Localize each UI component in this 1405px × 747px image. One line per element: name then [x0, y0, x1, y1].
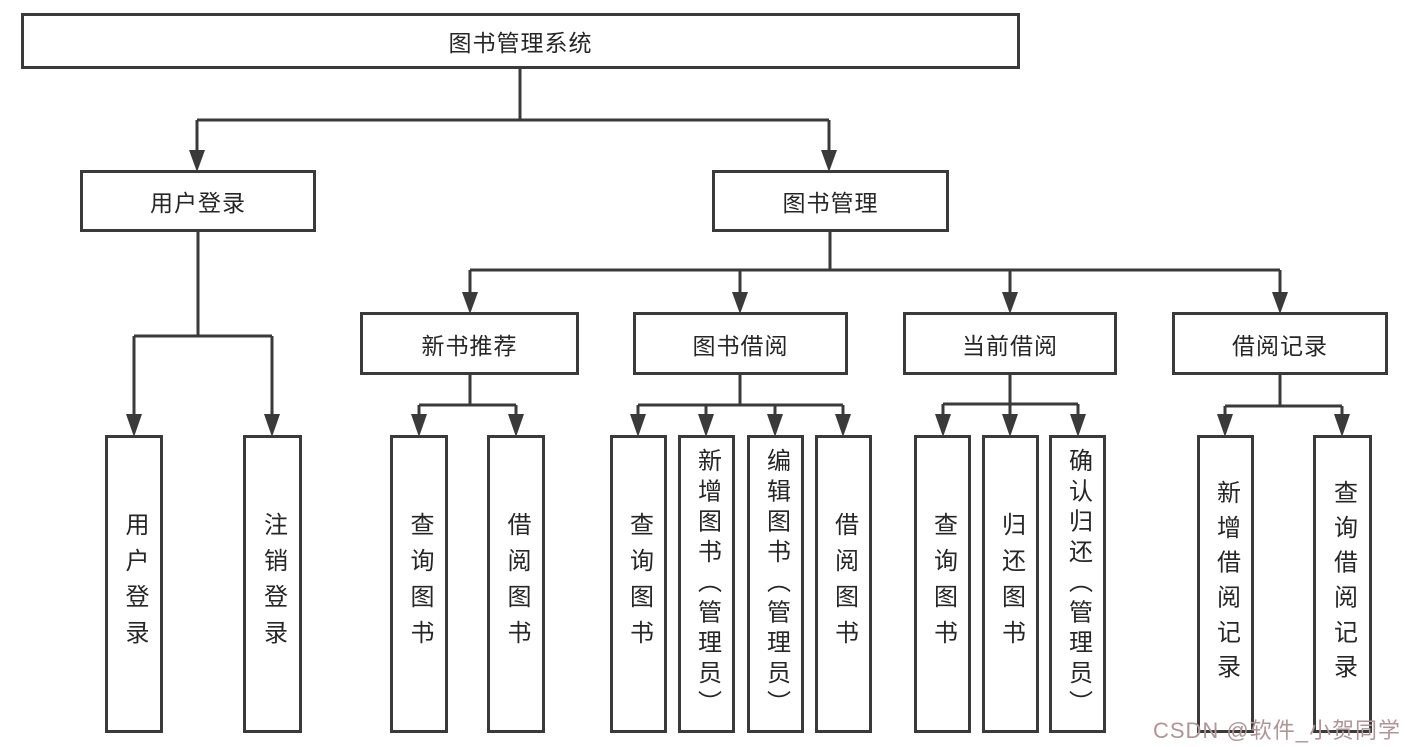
leaf-edit-books-admin-label: 编辑图书（管理员） [762, 447, 790, 721]
connector-new-book-children [417, 375, 518, 415]
connector-current-borrow-children [941, 375, 1080, 415]
watermark: CSDN @软件_小贺同学 [1152, 718, 1401, 743]
leaf-add-books-admin: 新增图书（管理员） [678, 435, 735, 733]
leaf-add-borrow-record-label: 新增借阅记录 [1212, 479, 1240, 689]
leaf-edit-books-admin: 编辑图书（管理员） [747, 435, 804, 733]
leaf-logout: 注销登录 [243, 435, 302, 733]
node-book-management: 图书管理 [712, 170, 949, 232]
node-borrowing-records: 借阅记录 [1172, 312, 1388, 375]
connector-book-mgmt-children [468, 232, 1282, 293]
node-new-book-recommend: 新书推荐 [360, 312, 579, 375]
node-borrowing-records-label: 借阅记录 [1232, 332, 1328, 359]
leaf-return-books: 归还图书 [982, 435, 1039, 733]
leaf-query-books-recommend-label: 查询图书 [406, 512, 433, 656]
connector-root-to-level2 [195, 69, 831, 151]
node-book-management-label: 图书管理 [782, 190, 879, 216]
leaf-query-books-borrowing: 查询图书 [610, 435, 667, 733]
node-user-login: 用户登录 [80, 170, 316, 232]
connector-book-borrow-children [636, 375, 845, 415]
leaf-borrow-books: 借阅图书 [815, 435, 872, 733]
leaf-query-books-borrowing-label: 查询图书 [625, 512, 653, 656]
node-library-system-label: 图书管理系统 [448, 30, 593, 56]
leaf-borrow-books-label: 借阅图书 [830, 512, 858, 656]
leaf-query-borrow-record: 查询借阅记录 [1313, 435, 1372, 733]
leaf-add-borrow-record: 新增借阅记录 [1197, 435, 1254, 733]
connector-user-login-children [132, 232, 274, 415]
node-user-login-label: 用户登录 [150, 190, 246, 216]
node-current-borrowing-label: 当前借阅 [962, 332, 1058, 359]
leaf-return-books-label: 归还图书 [997, 512, 1025, 656]
leaf-user-login: 用户登录 [105, 435, 163, 733]
node-current-borrowing: 当前借阅 [903, 312, 1117, 375]
node-book-borrowing: 图书借阅 [633, 312, 848, 375]
leaf-borrow-books-recommend: 借阅图书 [487, 435, 545, 733]
leaf-borrow-books-recommend-label: 借阅图书 [503, 512, 530, 656]
leaf-query-books-recommend: 查询图书 [390, 435, 448, 733]
arrowheads [126, 150, 1350, 437]
connector-borrow-records-children [1223, 375, 1344, 415]
leaf-query-books-current: 查询图书 [914, 435, 971, 733]
leaf-query-books-current-label: 查询图书 [929, 512, 957, 656]
node-library-system: 图书管理系统 [21, 13, 1020, 69]
node-new-book-recommend-label: 新书推荐 [421, 332, 518, 359]
leaf-user-login-label: 用户登录 [121, 512, 148, 656]
leaf-add-books-admin-label: 新增图书（管理员） [693, 447, 721, 721]
leaf-confirm-return-admin: 确认归还（管理员） [1049, 435, 1106, 733]
node-book-borrowing-label: 图书借阅 [692, 332, 789, 359]
leaf-confirm-return-admin-label: 确认归还（管理员） [1064, 447, 1092, 721]
leaf-logout-label: 注销登录 [259, 512, 287, 656]
leaf-query-borrow-record-label: 查询借阅记录 [1329, 479, 1357, 689]
